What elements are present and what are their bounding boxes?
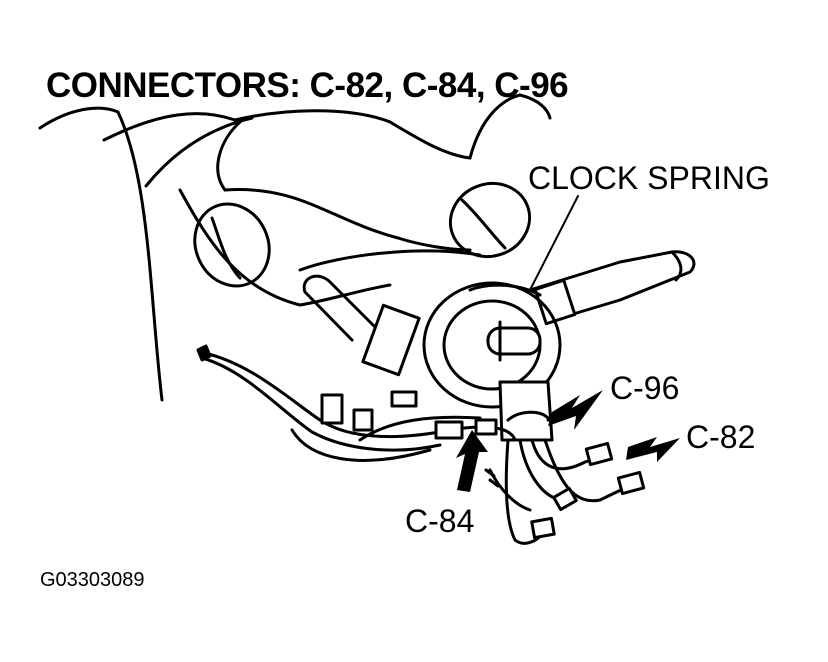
right-gauge-opening [448, 182, 532, 258]
arrow-c82 [626, 437, 680, 462]
combination-switch-lever [528, 250, 696, 326]
small-connectors-left [320, 390, 498, 440]
c84-label: C-84 [405, 503, 475, 539]
clock-spring-leader-line [529, 195, 579, 291]
c82-label: C-82 [686, 419, 756, 455]
connector-terminal-mid [552, 486, 578, 512]
instrument-panel-outline [38, 93, 552, 402]
connector-c84-terminals [484, 468, 500, 488]
left-gauge-opening [193, 202, 271, 288]
clock-spring-label: CLOCK SPRING [528, 160, 770, 196]
clock-spring-assembly [422, 281, 562, 442]
c96-label: C-96 [610, 370, 680, 406]
connector-terminal-right [616, 470, 646, 496]
arrow-c84 [456, 430, 488, 492]
connector-c82 [584, 441, 614, 467]
figure-id: G03303089 [40, 569, 145, 591]
left-lever [302, 274, 421, 377]
arrow-c96 [548, 390, 603, 430]
diagram-title: CONNECTORS: C-82, C-84, C-96 [46, 66, 569, 105]
connector-terminal-bottom [530, 516, 556, 540]
